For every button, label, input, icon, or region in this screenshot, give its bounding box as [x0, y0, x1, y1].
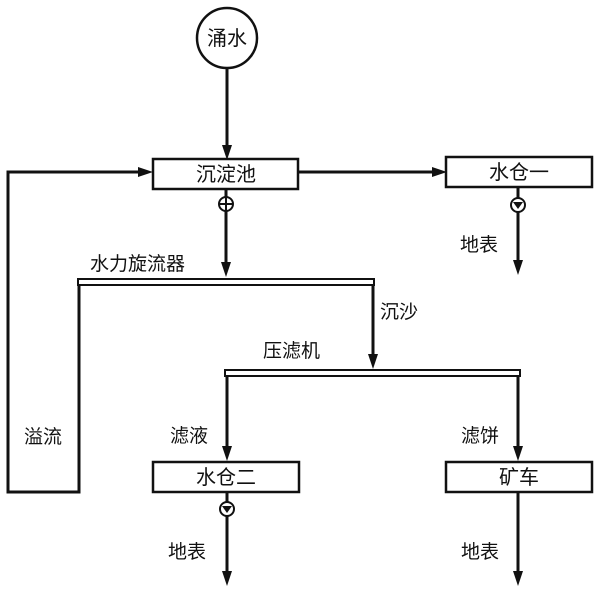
surface-label-1: 地表 [460, 234, 498, 256]
settling-tank-label: 沉淀池 [196, 162, 256, 186]
surface-label-3: 地表 [461, 541, 499, 563]
sump-2-node: 水仓二 [151, 460, 301, 494]
surface-label-2: 地表 [168, 541, 206, 563]
arrowhead [432, 167, 447, 177]
arrowhead [222, 145, 232, 160]
mine-car-node: 矿车 [444, 460, 594, 494]
arrowhead [221, 262, 231, 277]
settling-tank-box [151, 157, 300, 191]
filter-press-label: 压滤机 [263, 340, 320, 362]
sediment-label: 沉沙 [380, 301, 418, 323]
inflow-label: 涌水 [207, 26, 247, 50]
sump-2-box [151, 460, 301, 494]
filter-press-bar [224, 369, 521, 377]
mine-car-box [444, 460, 594, 494]
hydrocyclone-label: 水力旋流器 [90, 253, 185, 275]
overflow-label: 溢流 [24, 426, 62, 448]
filtrate-label: 滤液 [170, 425, 208, 447]
arrowhead [138, 167, 153, 177]
arrowhead [222, 446, 232, 461]
sump-1-box [444, 155, 594, 189]
sump-1-label: 水仓一 [489, 160, 549, 184]
sump-1-node: 水仓一 [444, 155, 594, 189]
pump-icon [510, 197, 526, 213]
arrowhead [513, 446, 523, 461]
filter-cake-label: 滤饼 [461, 425, 499, 447]
arrowhead [368, 354, 378, 369]
pump-icon [219, 501, 235, 517]
arrowhead [513, 260, 523, 275]
hydrocyclone-bar [77, 278, 375, 286]
mine-car-label: 矿车 [499, 465, 539, 489]
sump-2-label: 水仓二 [196, 465, 256, 489]
pump-icon [218, 196, 234, 212]
overflow-return-line [6, 170, 140, 494]
arrowhead [222, 571, 232, 586]
arrowhead [513, 571, 523, 586]
water-inflow-node: 涌水 [195, 6, 259, 70]
settling-tank-node: 沉淀池 [151, 157, 300, 191]
